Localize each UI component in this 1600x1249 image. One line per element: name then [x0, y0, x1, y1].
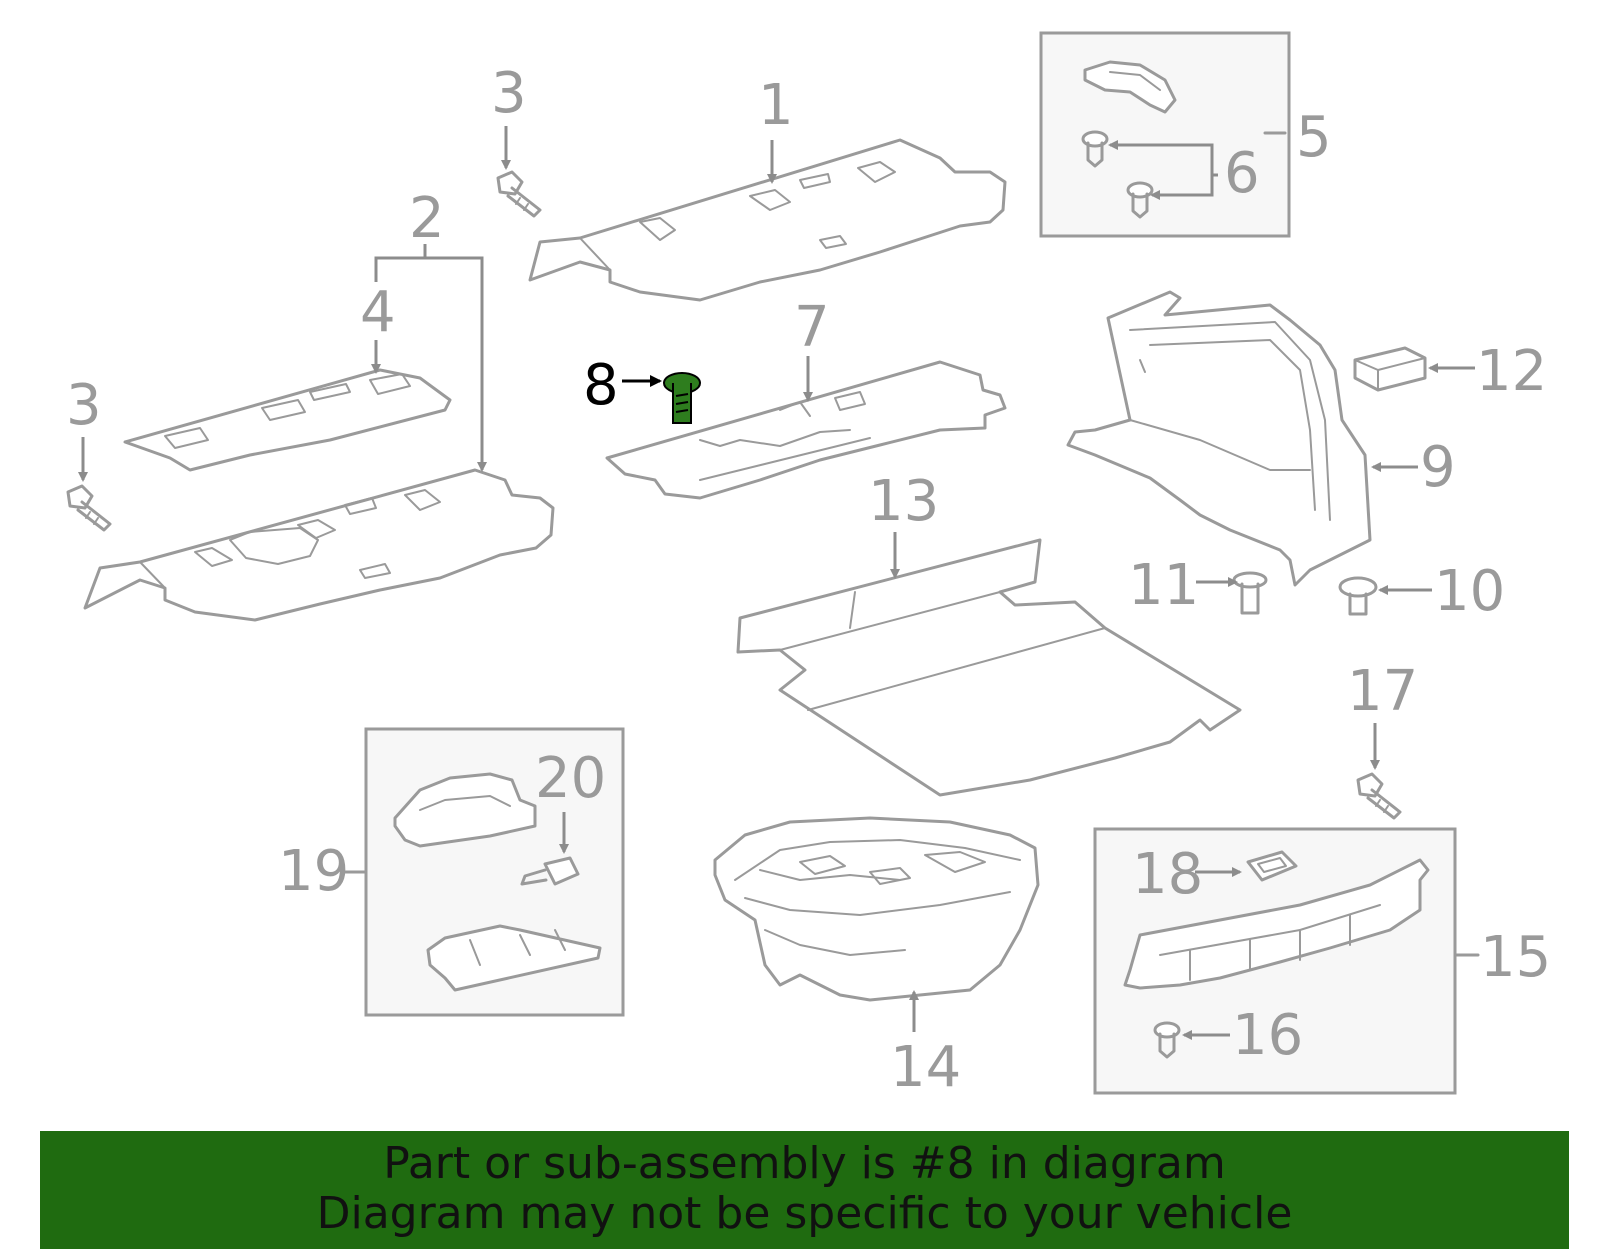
callout-12: 12: [1476, 339, 1547, 404]
part-17-bolt[interactable]: [1356, 772, 1402, 820]
callout-19: 19: [278, 839, 349, 904]
callout-8-highlighted: 8: [583, 353, 619, 418]
part-20-pin[interactable]: [520, 856, 580, 886]
callout-1: 1: [758, 73, 794, 138]
part-2-package-tray-assembly[interactable]: [83, 468, 555, 622]
callout-3-left: 3: [66, 373, 102, 438]
part-4-trim-cover[interactable]: [123, 368, 452, 472]
part-1-package-tray[interactable]: [528, 138, 1007, 302]
banner-line-2: Diagram may not be specific to your vehi…: [316, 1188, 1293, 1239]
callout-16: 16: [1232, 1003, 1303, 1068]
callout-11: 11: [1128, 553, 1199, 618]
part-19-kit-box[interactable]: [343, 727, 625, 1017]
callout-18: 18: [1132, 842, 1203, 907]
part-7-trim-panel[interactable]: [605, 360, 1007, 500]
banner-line-1: Part or sub-assembly is #8 in diagram: [383, 1138, 1226, 1189]
callout-4: 4: [360, 280, 396, 345]
leader-lines: [78, 126, 1475, 1040]
callout-14: 14: [890, 1035, 961, 1100]
part-18-clip-bracket[interactable]: [1246, 850, 1298, 882]
part-16-clip[interactable]: [1153, 1021, 1181, 1059]
callout-7: 7: [794, 295, 830, 360]
notice-banner: Part or sub-assembly is #8 in diagram Di…: [40, 1131, 1569, 1249]
part-13-trunk-mat[interactable]: [736, 538, 1242, 797]
part-5-kit-box[interactable]: [1039, 31, 1291, 238]
callout-5: 5: [1296, 105, 1332, 170]
callout-9: 9: [1420, 435, 1456, 500]
part-12-pad[interactable]: [1353, 346, 1427, 392]
callout-13: 13: [868, 469, 939, 534]
part-9-quarter-trim[interactable]: [1066, 290, 1372, 587]
callout-2: 2: [409, 186, 445, 251]
callout-6: 6: [1224, 141, 1260, 206]
part-14-storage-tray[interactable]: [713, 816, 1040, 1002]
part-3-bolt-left[interactable]: [66, 484, 112, 532]
part-6-clip-upper[interactable]: [1081, 130, 1109, 168]
part-11-clip[interactable]: [1232, 571, 1268, 615]
callout-10: 10: [1434, 559, 1505, 624]
callout-20: 20: [535, 746, 606, 811]
callout-3-top: 3: [491, 61, 527, 126]
part-8-bolt-highlighted[interactable]: [663, 372, 701, 424]
part-10-clip[interactable]: [1338, 576, 1378, 616]
callout-15: 15: [1480, 925, 1551, 990]
callout-17: 17: [1347, 659, 1418, 724]
part-3-bolt-top[interactable]: [496, 170, 542, 218]
